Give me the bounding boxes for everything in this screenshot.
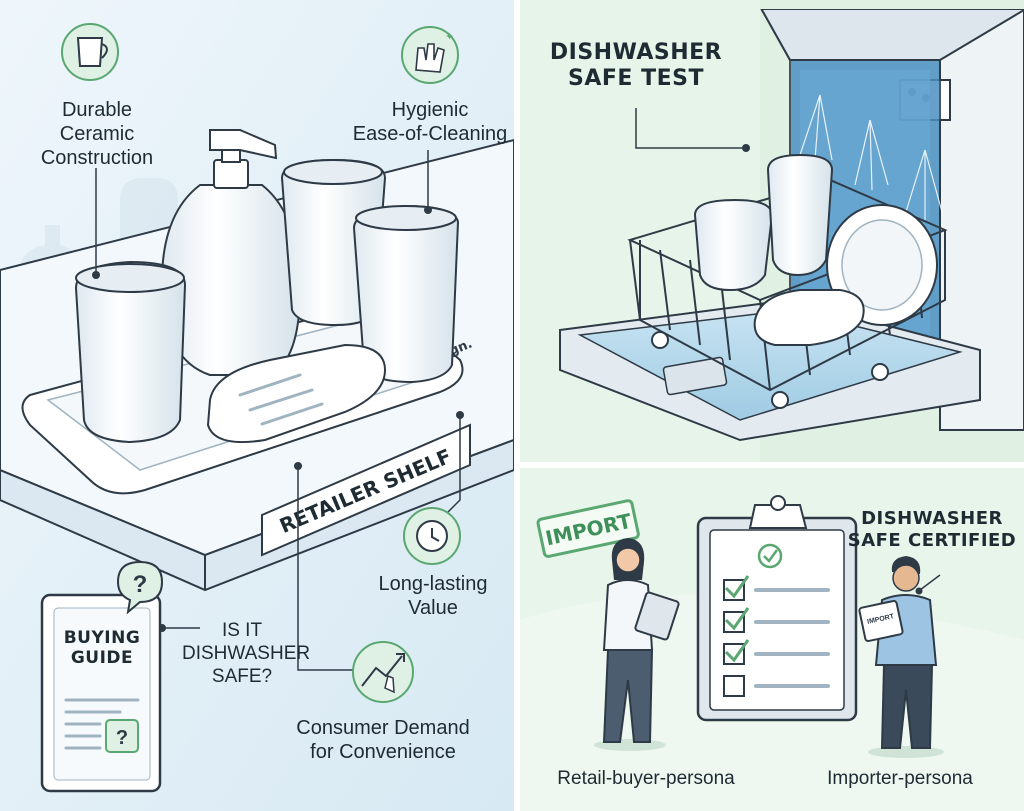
panel-divider-vertical xyxy=(514,0,520,811)
label-line: BUYING xyxy=(63,628,141,648)
label-is-it-dishwasher-safe: IS IT DISHWASHER SAFE? xyxy=(182,620,311,688)
label-hygienic: Hygienic Ease-of-Cleaning xyxy=(350,98,510,146)
soap-dispenser xyxy=(160,129,302,376)
title-connector xyxy=(635,108,745,149)
label-line: for Convenience xyxy=(310,741,456,763)
label-consumer-demand: Consumer Demand for Convenience xyxy=(296,716,470,764)
label-line: Consumer Demand xyxy=(296,717,470,739)
ceramic-cup-icon xyxy=(61,23,119,81)
label-long-lasting: Long-lasting Value xyxy=(368,572,498,620)
left-panel: RETAILER SHELF sign. xyxy=(0,0,515,811)
guide-inner-question-icon: ? xyxy=(116,727,128,749)
label-line: DISHWASHER xyxy=(861,508,1003,529)
label-line: Ceramic xyxy=(59,123,135,145)
water-spray xyxy=(799,94,943,220)
right-bottom-panel: IMPORT xyxy=(520,468,1024,811)
clock-icon xyxy=(403,507,461,565)
importer-persona-label: Importer-persona xyxy=(827,768,973,789)
panel-divider-horizontal xyxy=(520,462,1024,468)
right-top-panel xyxy=(520,0,1024,462)
importer-figure: IMPORT xyxy=(858,556,944,758)
retail-buyer-persona-label: Retail-buyer-persona xyxy=(557,768,735,789)
label-line: Ease-of-Cleaning xyxy=(352,123,508,145)
question-bubble-icon: ? xyxy=(116,560,164,615)
label-line: Construction xyxy=(40,147,154,169)
buying-guide-title: BUYING GUIDE xyxy=(54,628,150,669)
buying-guide-clipboard: ? xyxy=(40,593,162,793)
dishwasher-safe-certified-label: DISHWASHER SAFE CERTIFIED xyxy=(842,508,1022,551)
label-line: Value xyxy=(408,597,458,619)
label-line: SAFE CERTIFIED xyxy=(847,529,1017,551)
label-line: Long-lasting xyxy=(378,573,488,595)
label-line: DISHWASHER xyxy=(549,40,723,65)
soap-dish xyxy=(206,343,387,444)
label-line: Durable xyxy=(61,99,133,121)
import-stamp: IMPORT xyxy=(536,499,640,558)
trend-hand-icon xyxy=(352,641,414,703)
dishwasher xyxy=(559,9,1024,442)
label-line: GUIDE xyxy=(70,648,134,669)
checklist xyxy=(723,575,830,697)
label-line: IS IT xyxy=(221,620,263,641)
bubble-question-mark: ? xyxy=(133,571,148,598)
label-line: Hygienic xyxy=(391,99,469,121)
certified-connector xyxy=(919,574,941,591)
label-line: DISHWASHER xyxy=(182,642,311,664)
tumbler-front xyxy=(74,260,187,444)
dishwasher-safe-test-title: DISHWASHER SAFE TEST xyxy=(548,40,724,93)
label-durable-ceramic: Durable Ceramic Construction xyxy=(22,98,172,170)
hygienic-hands-icon: ✦ xyxy=(401,26,459,84)
label-line: SAFE TEST xyxy=(568,66,704,92)
retail-buyer-figure xyxy=(594,538,680,751)
label-line: SAFE? xyxy=(211,665,273,687)
certification-clipboard xyxy=(696,495,858,722)
tumbler-right xyxy=(352,204,460,384)
sparkle-icon: ✦ xyxy=(445,31,454,43)
